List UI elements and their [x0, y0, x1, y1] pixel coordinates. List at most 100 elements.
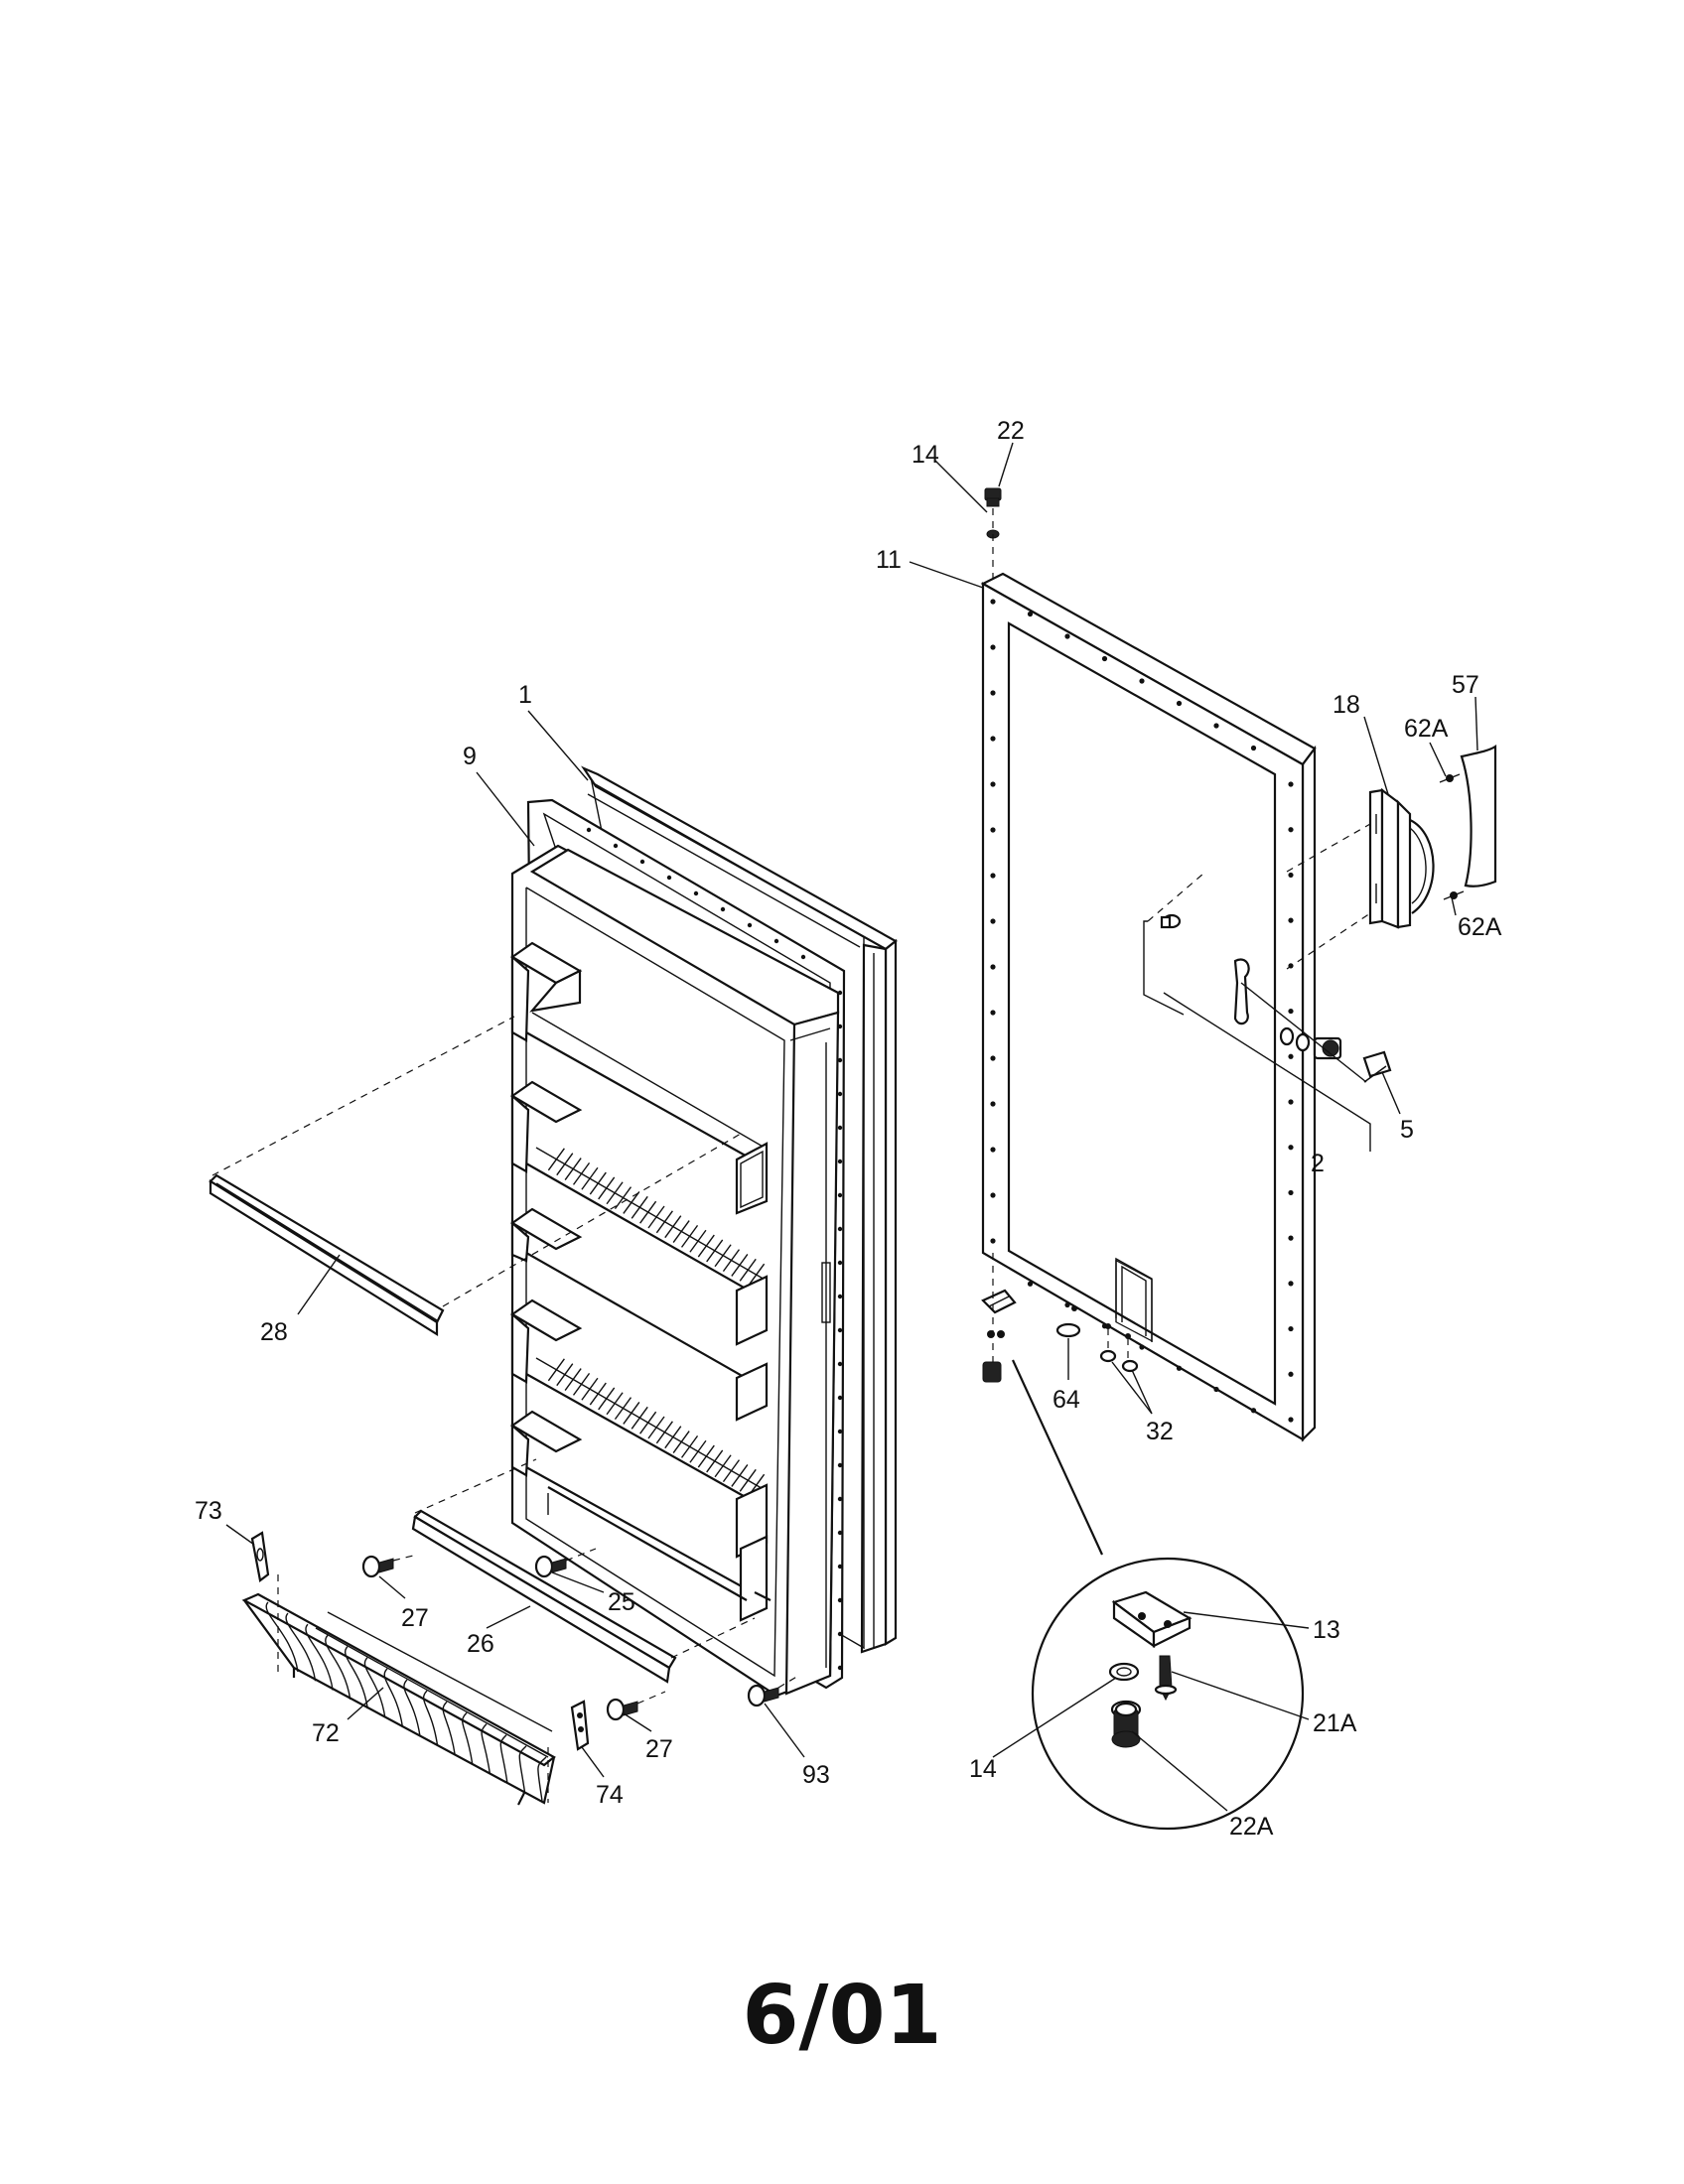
shelf-rib — [672, 1220, 690, 1243]
shelf-rib — [748, 1263, 766, 1287]
shelf-rib — [606, 1181, 624, 1205]
door-shelf-2 — [509, 1080, 769, 1346]
shelf-rib — [722, 1249, 741, 1273]
shelf-rib — [589, 1171, 607, 1195]
part-labels: 1 9 11 14 22 18 57 62A 62A 5 2 64 32 13 … — [195, 417, 1502, 1841]
basket-clip-73 — [250, 1531, 270, 1582]
part-label-18: 18 — [1333, 691, 1360, 719]
shelf-4-ribs — [547, 1358, 766, 1497]
shelf-rib — [572, 1161, 591, 1185]
basket-wire — [325, 1634, 351, 1700]
screw-hole — [990, 918, 996, 924]
shelf-rib — [631, 1406, 648, 1430]
leader-lines — [225, 442, 1478, 1812]
screw-hole — [1250, 1408, 1257, 1414]
screw-hole — [990, 690, 996, 696]
shelf-rib — [731, 1464, 749, 1487]
shelf-rib — [731, 1254, 749, 1277]
shelf-rib — [639, 1200, 657, 1224]
retainer-bar-26 — [411, 1458, 756, 1684]
screw-hole — [1027, 611, 1034, 617]
basket-clip-74 — [570, 1700, 590, 1751]
screw-hole — [1288, 1008, 1294, 1015]
screw-hole — [837, 1597, 843, 1603]
screw-hole — [837, 1091, 843, 1097]
screw-hole — [990, 736, 996, 742]
screw-hole — [1288, 1099, 1294, 1105]
screw-hole — [837, 1057, 843, 1063]
screw-hole — [990, 964, 996, 970]
screw-hole — [1101, 655, 1108, 662]
screw-hole — [720, 906, 726, 912]
part-label-28: 28 — [260, 1318, 288, 1346]
screw-hole — [837, 1226, 843, 1232]
panel-screw-holes — [990, 599, 1294, 1423]
part-label-27-left: 27 — [401, 1604, 429, 1632]
screw-hole — [990, 1238, 996, 1244]
screw-hole — [1176, 1365, 1183, 1371]
shelf-rib — [706, 1449, 724, 1473]
screw-hole — [990, 1055, 996, 1061]
outer-door-panel — [980, 572, 1317, 1442]
shelf-rib — [614, 1397, 632, 1421]
screw-hole — [837, 1395, 843, 1401]
part-label-64: 64 — [1052, 1386, 1080, 1414]
screw-hole — [1213, 723, 1219, 729]
shelf-rib — [598, 1387, 616, 1411]
handle-screws — [1439, 773, 1465, 900]
screw-hole — [1288, 1417, 1294, 1423]
shelf-rib — [647, 1416, 665, 1439]
screw-hole — [1288, 1281, 1294, 1287]
screw-hole — [800, 954, 806, 960]
footer-date: 6/01 — [742, 1969, 941, 2063]
shelf-2-ribs — [547, 1148, 766, 1287]
handle-trim-strip — [1460, 744, 1497, 887]
shelf-rib — [606, 1392, 624, 1416]
shelf-rib — [581, 1166, 599, 1190]
screw-hole — [693, 890, 699, 896]
screw-hole — [990, 1147, 996, 1153]
screw-hole — [1064, 633, 1070, 639]
screw-hole — [990, 1192, 996, 1198]
shelf-rib — [739, 1468, 757, 1492]
part-label-22a: 22A — [1229, 1813, 1274, 1841]
screw-hole — [837, 1125, 843, 1131]
basket-wire — [422, 1690, 439, 1746]
part-label-21a: 21A — [1313, 1709, 1357, 1737]
shelf-rib — [672, 1431, 690, 1453]
part-label-22: 22 — [997, 417, 1025, 445]
door-handle — [1286, 787, 1435, 970]
screw-hole — [1064, 1301, 1070, 1308]
part-label-57: 57 — [1452, 671, 1479, 699]
screw-hole — [666, 875, 672, 881]
screw-hole — [990, 599, 996, 605]
shelf-rib — [623, 1402, 640, 1425]
screw-hole — [837, 1530, 843, 1536]
lock-assembly — [1143, 873, 1392, 1152]
screw-hole — [1288, 1325, 1294, 1332]
door-liner-assembly — [509, 765, 898, 1698]
part-label-13: 13 — [1313, 1616, 1340, 1644]
shelf-rib — [598, 1176, 616, 1200]
shelf-rib — [655, 1421, 673, 1444]
part-label-72: 72 — [312, 1719, 340, 1747]
basket-ribs — [265, 1601, 547, 1802]
screw-hole — [747, 922, 753, 928]
part-label-62a-bottom: 62A — [1458, 913, 1502, 941]
screw-hole — [837, 1361, 843, 1367]
bottom-hinge-parts — [981, 1253, 1139, 1556]
screw-hole — [1288, 1189, 1294, 1196]
part-label-26: 26 — [467, 1630, 494, 1658]
shelf-rib — [623, 1191, 640, 1214]
shelf-rib — [581, 1377, 599, 1401]
shelf-rib — [680, 1434, 699, 1458]
basket-wire — [403, 1679, 421, 1737]
screw-hole — [990, 781, 996, 787]
screw-hole — [613, 843, 619, 849]
part-label-2: 2 — [1311, 1150, 1325, 1177]
shelf-rib — [664, 1426, 682, 1449]
shelf-rib — [722, 1459, 741, 1483]
screw-hole — [1139, 1344, 1145, 1350]
basket-wire — [305, 1623, 334, 1691]
